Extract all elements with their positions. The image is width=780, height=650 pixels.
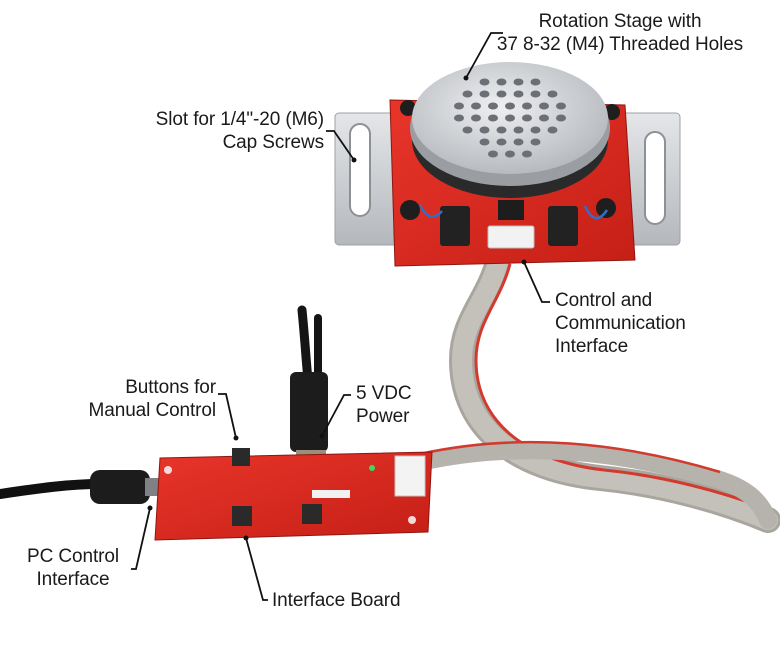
- callout-pc-control-line2: Interface: [36, 569, 110, 590]
- threaded-hole: [547, 126, 558, 134]
- callout-power-line1: 5 VDC: [356, 383, 412, 404]
- interface-board: [154, 448, 433, 541]
- threaded-hole: [556, 114, 566, 122]
- callout-slot: Slot for 1/4"-20 (M6) Cap Screws: [120, 108, 324, 154]
- threaded-hole: [462, 90, 473, 98]
- callout-control-comm: Control and Communication Interface: [555, 289, 755, 358]
- callout-power-line2: Power: [356, 406, 410, 427]
- threaded-hole: [513, 78, 524, 86]
- callout-interface-board: Interface Board: [272, 589, 432, 612]
- threaded-hole: [488, 114, 498, 122]
- callout-buttons-line1: Buttons for: [125, 377, 216, 398]
- threaded-hole: [496, 78, 507, 86]
- threaded-hole: [471, 114, 481, 122]
- callout-interface-board-line1: Interface Board: [272, 590, 401, 611]
- callout-slot-line2: Cap Screws: [222, 132, 325, 153]
- threaded-hole: [556, 102, 566, 110]
- threaded-hole: [479, 78, 490, 86]
- callout-rotation-stage-line1: Rotation Stage with: [538, 11, 702, 32]
- callout-rotation-stage-line2: 37 8-32 (M4) Threaded Holes: [496, 34, 744, 55]
- threaded-hole: [454, 102, 464, 110]
- power-cable: [290, 305, 328, 472]
- threaded-hole: [479, 138, 490, 146]
- threaded-hole: [462, 126, 473, 134]
- callout-control-comm-line1: Control and: [555, 290, 653, 311]
- status-led: [369, 465, 375, 471]
- threaded-hole: [539, 114, 549, 122]
- threaded-hole: [530, 126, 541, 134]
- rotation-disk: [410, 62, 610, 198]
- threaded-hole: [530, 78, 541, 86]
- callout-power: 5 VDC Power: [356, 382, 436, 428]
- threaded-hole: [539, 102, 549, 110]
- callout-pc-control: PC Control Interface: [20, 545, 126, 591]
- threaded-hole: [505, 102, 515, 110]
- threaded-hole: [479, 126, 490, 134]
- button-top: [232, 448, 250, 466]
- threaded-hole: [530, 90, 541, 98]
- threaded-hole: [505, 114, 515, 122]
- mounting-slot-right: [644, 131, 666, 225]
- threaded-hole: [488, 150, 498, 158]
- threaded-hole: [513, 126, 524, 134]
- threaded-hole: [496, 90, 507, 98]
- threaded-hole: [479, 90, 490, 98]
- threaded-hole: [496, 138, 507, 146]
- callout-buttons: Buttons for Manual Control: [40, 376, 217, 422]
- threaded-hole: [496, 126, 507, 134]
- button-right: [302, 504, 322, 524]
- usb-cable: [0, 470, 163, 504]
- board-connector: [394, 455, 426, 497]
- callout-buttons-line2: Manual Control: [88, 400, 217, 421]
- threaded-hole: [522, 114, 532, 122]
- threaded-hole: [522, 150, 532, 158]
- button-left: [232, 506, 252, 526]
- callout-control-comm-line2: Communication: [555, 313, 686, 334]
- callout-control-comm-line3: Interface: [555, 336, 629, 357]
- leader-dots: [147, 75, 527, 541]
- threaded-hole: [547, 90, 558, 98]
- threaded-hole: [513, 138, 524, 146]
- threaded-holes: [454, 78, 566, 158]
- threaded-hole: [454, 114, 464, 122]
- threaded-hole: [488, 102, 498, 110]
- threaded-hole: [522, 102, 532, 110]
- leader-lines: [131, 32, 550, 601]
- ribbon-cable: [411, 249, 780, 533]
- stage-connector: [487, 225, 535, 249]
- callout-slot-line1: Slot for 1/4"-20 (M6): [155, 109, 324, 130]
- threaded-hole: [471, 102, 481, 110]
- callout-pc-control-line1: PC Control: [27, 546, 119, 567]
- threaded-hole: [513, 90, 524, 98]
- threaded-hole: [505, 150, 515, 158]
- threaded-hole: [530, 138, 541, 146]
- mounting-slot-left: [349, 123, 371, 217]
- callout-rotation-stage: Rotation Stage with 37 8-32 (M4) Threade…: [470, 10, 770, 56]
